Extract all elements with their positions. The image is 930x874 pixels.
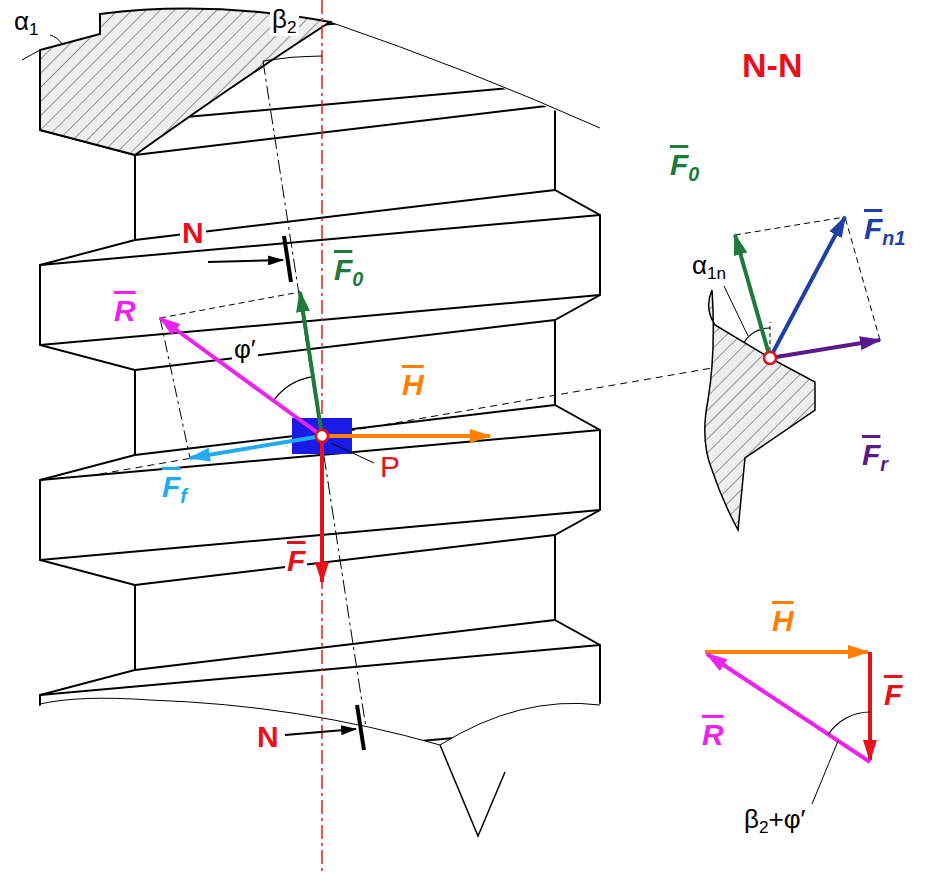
horizontal-force-arrow — [705, 650, 868, 654]
worm-left-profile — [40, 50, 135, 775]
worm-right-profile — [555, 0, 600, 725]
break-line — [40, 698, 600, 745]
force-label: F — [884, 678, 902, 711]
subscript: 0 — [352, 268, 363, 290]
force-label: F — [670, 148, 688, 181]
section-mark — [357, 705, 364, 750]
resultant-arrow — [707, 654, 870, 762]
triangle-angle-arc — [828, 712, 870, 734]
angle-label-group: α1n — [690, 252, 728, 282]
section-line — [263, 61, 366, 728]
force-label: F — [287, 544, 305, 577]
angle-label: α — [692, 250, 707, 280]
force-label: R — [114, 294, 136, 327]
force-label-group: F0 — [668, 150, 701, 185]
section-title-group: N-N — [740, 48, 804, 82]
thread-direction-line — [100, 358, 770, 474]
section-title: N-N — [742, 46, 802, 84]
section-label-group: N — [180, 218, 206, 248]
subscript: 1 — [29, 19, 39, 39]
force-label-group: R — [112, 296, 138, 326]
resultant-arrow — [160, 318, 322, 436]
force-label-group: F0 — [332, 255, 365, 290]
subscript: f — [180, 485, 187, 507]
leader-line — [331, 443, 374, 463]
section-arrow — [208, 260, 283, 262]
subscript: 1n — [707, 263, 726, 283]
pitch-point — [316, 430, 328, 442]
force-label-group: H — [400, 370, 426, 400]
section-arrow — [285, 729, 356, 735]
point-label-group: P — [378, 452, 402, 482]
angle-label: +φ′ — [769, 804, 806, 834]
horizontal-force-arrow — [322, 434, 490, 438]
force-label-group: R — [700, 720, 726, 750]
force-label: H — [772, 604, 794, 637]
angle-label-group: β2+φ′ — [742, 806, 807, 836]
axial-force-arrow — [300, 292, 322, 436]
force-label-group: Ff — [160, 472, 189, 507]
angle-label: β — [272, 4, 287, 34]
angle-label-group: α1 — [12, 8, 41, 38]
worm-threads — [40, 0, 600, 775]
angle-label-group: β2 — [270, 6, 299, 36]
force-label: F — [334, 253, 352, 286]
thread-lines — [40, 0, 600, 775]
force-label-group: Fr — [860, 440, 890, 475]
section-label: N — [257, 720, 279, 753]
subscript: n1 — [882, 227, 905, 249]
load-force-arrow — [868, 652, 872, 760]
angle-label: φ′ — [234, 334, 256, 364]
thread-tip — [440, 745, 505, 836]
friction-force-arrow — [190, 436, 322, 458]
section-label: N — [182, 216, 204, 249]
lead-angle-arc — [263, 56, 322, 61]
load-force-arrow — [320, 436, 324, 582]
subscript: 2 — [759, 817, 769, 837]
normal-force-arrow — [770, 217, 845, 358]
subscript: 2 — [287, 17, 297, 37]
pitch-point — [764, 352, 776, 364]
construction-line — [160, 292, 300, 318]
leader-line — [812, 741, 838, 804]
subscript: r — [880, 453, 888, 475]
axial-force-arrow — [735, 235, 770, 358]
force-label-group: Fn1 — [862, 214, 907, 249]
force-label-group: F — [882, 680, 904, 710]
force-label: F — [864, 212, 882, 245]
friction-angle-arc — [274, 377, 313, 401]
angle-label: β — [744, 804, 759, 834]
radial-force-arrow — [770, 340, 880, 358]
point-label: P — [380, 450, 400, 483]
force-label-group: F — [285, 546, 307, 576]
section-label-group: N — [255, 722, 281, 752]
profile-angle-arc — [22, 35, 62, 60]
leader-line — [724, 286, 748, 336]
force-label: F — [162, 470, 180, 503]
section-mark — [284, 236, 291, 282]
subscript: 0 — [688, 163, 699, 185]
construction-line — [735, 217, 845, 235]
angle-label: α — [14, 6, 29, 36]
force-label: R — [702, 718, 724, 751]
force-label: H — [402, 368, 424, 401]
force-label: F — [862, 438, 880, 471]
break-line — [330, 22, 600, 128]
angle-label-group: φ′ — [232, 336, 258, 362]
force-label-group: H — [770, 606, 796, 636]
